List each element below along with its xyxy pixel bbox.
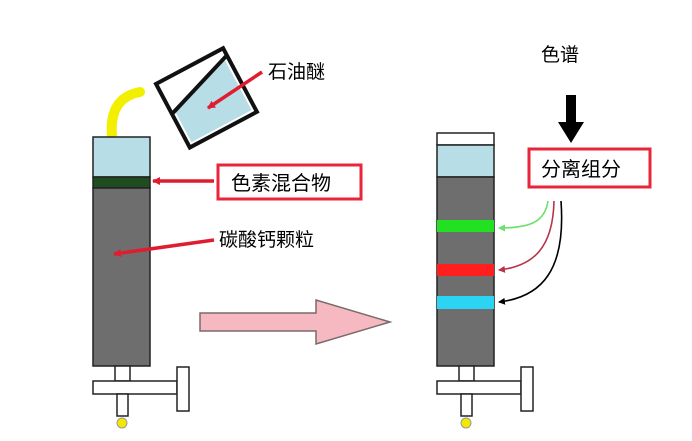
callout-separated-components [527, 147, 652, 189]
empty-top [436, 132, 495, 146]
stopcock-handle-right [520, 366, 534, 412]
green-band [437, 220, 494, 232]
label-calcium-carbonate: 碳酸钙颗粒 [219, 229, 314, 251]
label-chromatogram: 色谱 [541, 44, 579, 66]
column-body [92, 187, 151, 367]
stopcock-stem [114, 365, 131, 382]
stopcock-tip-right [460, 393, 473, 417]
chromatogram-down-arrow [558, 95, 584, 143]
label-pigment-mixture: 色素混合物 [231, 171, 331, 195]
solvent-tube [106, 87, 145, 141]
left-column [92, 87, 190, 429]
stopcock-stem-right [458, 365, 475, 382]
right-column [436, 132, 534, 429]
arrow-to-red [498, 200, 555, 273]
solvent-layer-right [436, 144, 495, 178]
cyan-band [437, 296, 494, 309]
drop-right [460, 417, 472, 429]
pigment-band [92, 176, 151, 189]
arrow-to-cyan [498, 200, 563, 305]
arrow-to-green [498, 200, 549, 232]
drop [116, 417, 128, 429]
arrow-solvent [207, 70, 263, 110]
arrow-calcium [113, 238, 215, 257]
callout-pigment-mixture [216, 163, 363, 201]
solvent-layer [92, 136, 151, 178]
label-separated-components: 分离组分 [541, 157, 621, 181]
red-band [437, 264, 494, 276]
label-solvent: 石油醚 [268, 61, 325, 83]
stopcock-tip [116, 393, 129, 417]
stopcock-bar [92, 380, 178, 395]
stopcock-bar-right [436, 380, 522, 395]
transition-arrow [199, 298, 393, 346]
stopcock-handle [176, 366, 190, 412]
solvent-bottle [153, 45, 260, 151]
